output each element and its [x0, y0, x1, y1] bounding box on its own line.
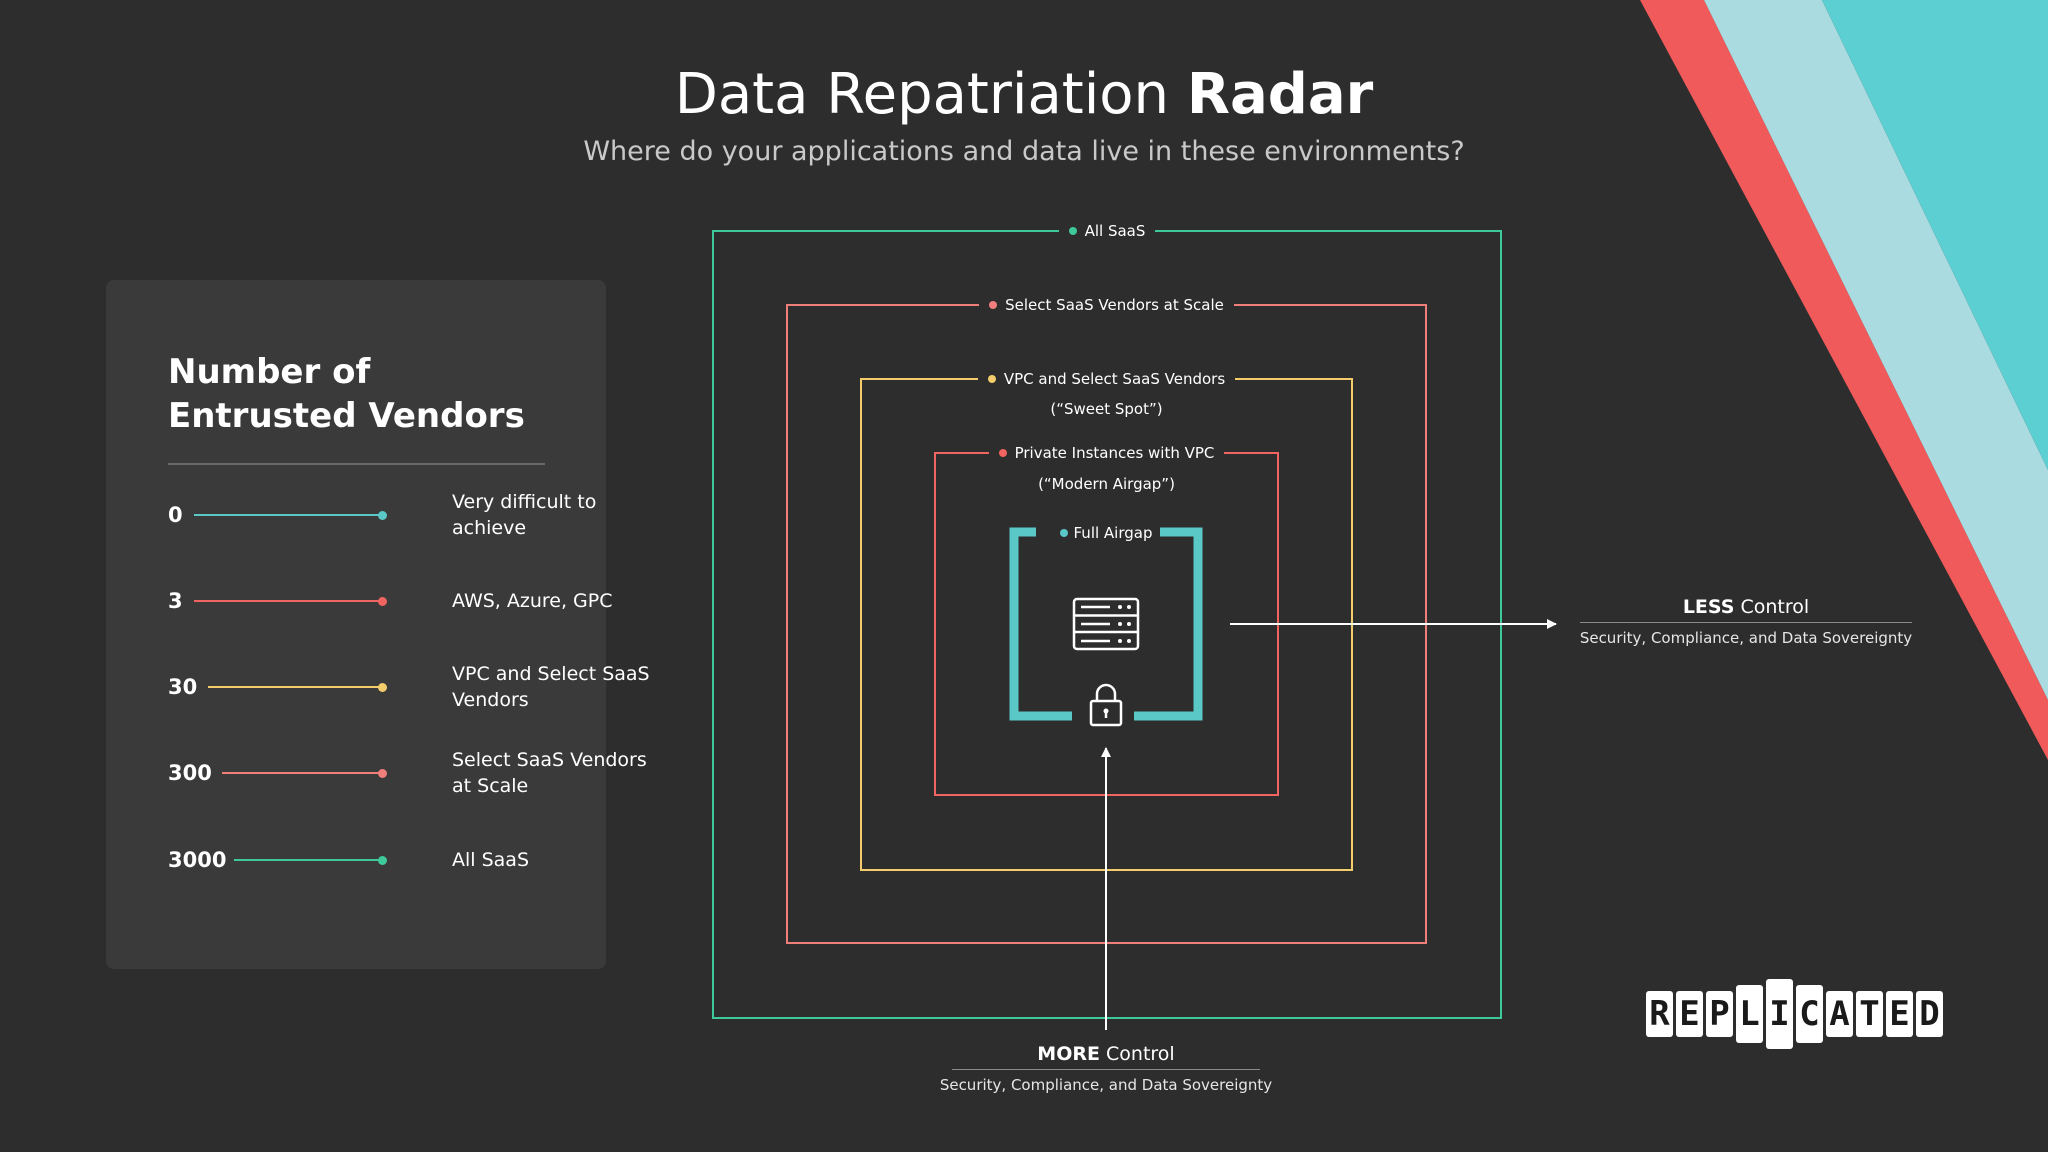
logo-letter: P	[1706, 991, 1733, 1037]
legend-label: Very difficult to achieve	[452, 491, 597, 539]
legend-row: 300 Select SaaS Vendors at Scale	[168, 743, 647, 803]
legend-divider	[168, 463, 545, 465]
ring-dot	[989, 301, 998, 309]
legend-dot	[378, 682, 387, 692]
ring-dot	[998, 449, 1007, 457]
legend-line	[234, 859, 380, 861]
airgap-bracket	[1009, 527, 1203, 721]
legend-number: 3000	[168, 848, 227, 872]
legend-row: 0 Very difficult to achieve	[168, 485, 596, 545]
ring-dot	[1068, 227, 1077, 235]
legend-label: VPC and Select SaaS Vendors	[452, 663, 650, 711]
lock-icon	[1088, 682, 1124, 728]
logo-letter: A	[1826, 991, 1853, 1037]
legend-row: 3 AWS, Azure, GPC	[168, 571, 613, 631]
legend-line	[222, 772, 380, 774]
legend-dot	[378, 855, 387, 865]
page-title: Data Repatriation Radar	[674, 62, 1374, 127]
legend-line	[194, 514, 380, 516]
ring-label: Select SaaS Vendors at Scale	[788, 295, 1425, 315]
legend-number: 0	[168, 503, 183, 527]
full-airgap: Full Airgap	[1008, 526, 1204, 728]
more-control-subtitle: Security, Compliance, and Data Sovereign…	[939, 1076, 1273, 1094]
legend-dot	[378, 510, 387, 520]
less-control-title: LESS Control	[1682, 596, 1810, 618]
ring-label: All SaaS	[714, 221, 1500, 241]
legend-line	[194, 600, 380, 602]
more-control-title: MORE Control	[1037, 1043, 1175, 1065]
logo-letter: R	[1646, 991, 1673, 1037]
more-control-divider	[952, 1069, 1260, 1070]
ring-dot	[987, 375, 996, 383]
legend-label: All SaaS	[452, 849, 530, 871]
legend-dot	[378, 596, 387, 606]
stripe-red	[1640, 0, 2048, 760]
airgap-label: Full Airgap	[1008, 526, 1204, 541]
logo-letter: I	[1766, 979, 1793, 1049]
legend-number: 300	[168, 761, 212, 785]
legend-row: 30 VPC and Select SaaS Vendors	[168, 657, 650, 717]
legend-line	[208, 686, 380, 688]
logo-letter: D	[1916, 991, 1943, 1037]
logo-letter: E	[1886, 991, 1913, 1037]
logo-letter: T	[1856, 991, 1883, 1037]
bracket-right	[1134, 527, 1203, 721]
legend-row: 3000 All SaaS	[168, 830, 588, 890]
legend-label: AWS, Azure, GPC	[452, 590, 613, 612]
logo-letter: L	[1736, 985, 1763, 1043]
ring-label: VPC and Select SaaS Vendors	[862, 369, 1351, 389]
logo-letter: C	[1796, 985, 1823, 1043]
ring-sublabel: (“Sweet Spot”)	[1050, 400, 1163, 418]
ring-label: Private Instances with VPC	[936, 443, 1277, 463]
replicated-logo: R E P L I C A T E D	[1646, 978, 1946, 1050]
legend-title: Number of Entrusted Vendors	[168, 352, 525, 436]
legend-number: 30	[168, 675, 198, 699]
stripe-light-blue	[1704, 0, 2048, 700]
less-control-subtitle: Security, Compliance, and Data Sovereign…	[1579, 629, 1913, 647]
bracket-left	[1009, 527, 1072, 721]
legend-number: 3	[168, 589, 183, 613]
logo-letter: E	[1676, 991, 1703, 1037]
server-icon	[1072, 597, 1140, 651]
legend-dot	[378, 768, 387, 778]
page-subtitle: Where do your applications and data live…	[583, 136, 1465, 167]
ring-private-instances-vpc: Private Instances with VPC (“Modern Airg…	[934, 443, 1279, 796]
vendors-legend-panel: Number of Entrusted Vendors 0 Very diffi…	[106, 280, 650, 969]
less-control-divider	[1580, 622, 1912, 623]
legend-label: Select SaaS Vendors at Scale	[452, 749, 647, 797]
ring-sublabel: (“Modern Airgap”)	[1038, 475, 1175, 493]
stripe-teal	[1822, 0, 2048, 470]
ring-dot	[1059, 529, 1068, 537]
